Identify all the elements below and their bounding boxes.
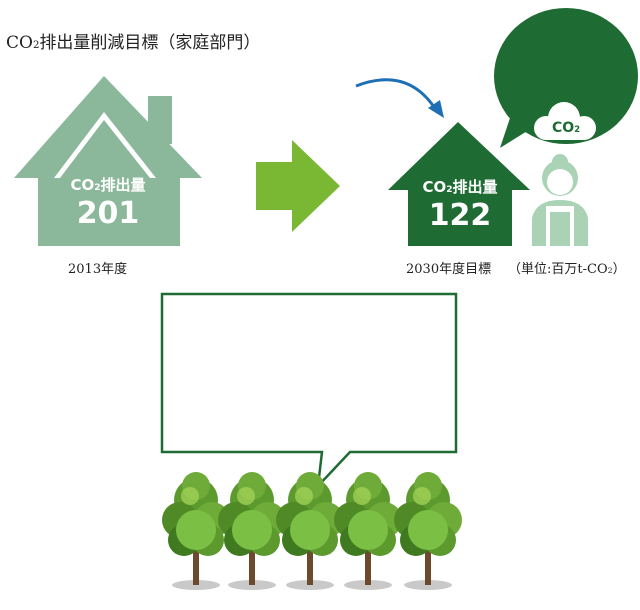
cloud-co2-label: CO2 <box>552 120 581 136</box>
unit-label: （単位:百万t-CO2） <box>508 262 626 277</box>
thought-bubble <box>494 8 638 148</box>
page-title: CO2排出量削減目標（家庭部門） <box>6 33 261 53</box>
house-2030-text: CO2排出量 122 <box>410 178 510 233</box>
house-2030-value: 122 <box>428 198 492 233</box>
house-2013 <box>14 76 202 246</box>
tree-row <box>162 472 462 590</box>
person-icon <box>532 154 588 246</box>
house-2013-value: 201 <box>76 196 140 231</box>
house-2013-text: CO2排出量 201 <box>60 176 156 231</box>
house-2030 <box>388 122 530 246</box>
house-2013-label: CO2排出量 <box>70 176 146 194</box>
tree-icon <box>276 472 344 590</box>
curved-arrow <box>355 78 444 118</box>
house-2013-caption: 2013年度 <box>68 262 128 277</box>
house-2030-label: CO2排出量 <box>422 178 498 196</box>
tree-icon <box>334 472 402 590</box>
tree-icon <box>394 472 462 590</box>
tree-icon <box>162 472 230 590</box>
speech-box <box>160 292 458 490</box>
progress-arrow <box>256 140 340 232</box>
tree-icon <box>218 472 286 590</box>
house-2030-caption: 2030年度目標 <box>406 262 492 277</box>
cloud-icon <box>534 102 596 140</box>
